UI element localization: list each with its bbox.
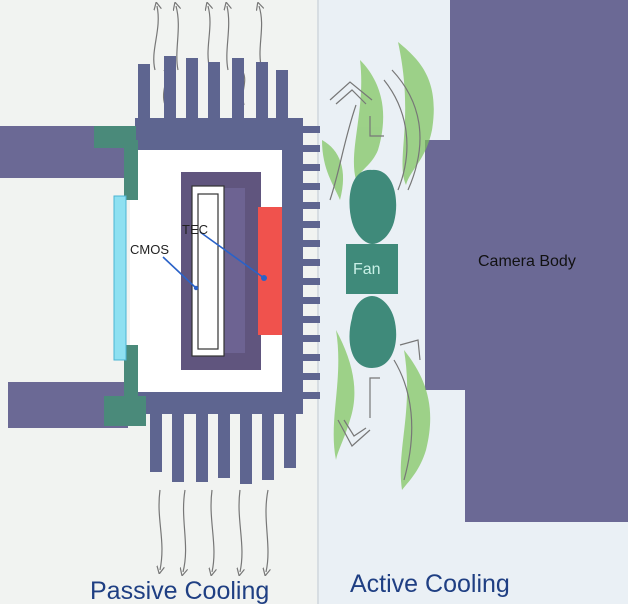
camera-body-label: Camera Body: [478, 253, 576, 270]
cmos-callout-dot: [193, 285, 199, 291]
cmos-callout-line: [162, 256, 197, 289]
fan-label: Fan: [353, 261, 381, 278]
airflow-arrows: [329, 69, 421, 481]
glass-window: [113, 195, 127, 361]
airflow-streaks: [322, 42, 434, 490]
tec-label: TEC: [182, 222, 208, 237]
sensor-mount: [94, 126, 146, 426]
cmos-label: CMOS: [130, 242, 169, 257]
cmos-sensor: [197, 193, 219, 350]
fan-blade-bottom: [349, 296, 397, 368]
tec-callout-line: [199, 231, 265, 279]
active-cooling-title: Active Cooling: [350, 570, 510, 598]
fan: [346, 169, 398, 368]
passive-cooling-title: Passive Cooling: [90, 577, 269, 604]
fan-blade-top: [349, 169, 397, 244]
camera-body: [425, 0, 628, 522]
fan-hub: [346, 244, 398, 294]
heat-arrows-down: [159, 489, 268, 572]
tec-hot-side: [258, 207, 282, 335]
tec-callout-dot: [261, 275, 267, 281]
